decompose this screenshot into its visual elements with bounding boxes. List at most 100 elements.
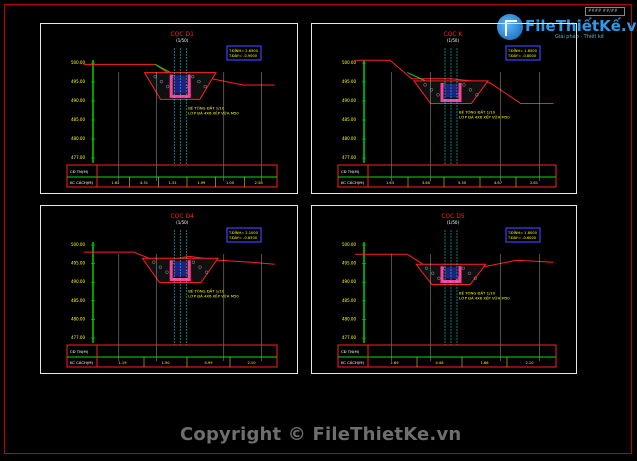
section-title: CỌC D1	[170, 31, 194, 38]
stone-fill-symbol	[191, 74, 195, 79]
copyright-watermark: Copyright © FileThietKe.vn	[180, 424, 462, 445]
stone-fill-symbol	[423, 83, 427, 87]
elevation-info-box	[226, 45, 262, 61]
material-note: BÊ TÔNG ĐẤT 1/10	[188, 288, 225, 293]
stone-fill-symbol	[165, 270, 169, 274]
section-scale: (1/50)	[447, 220, 460, 225]
elevation-level-label: 490.00	[71, 279, 85, 284]
elevation-level-label: 495.00	[342, 261, 356, 266]
table-row-label: CĐ TN(M)	[341, 169, 360, 174]
stone-fill-symbol	[203, 84, 207, 89]
elevation-info-text: T.ĐỈNH= 2.6500	[228, 48, 259, 53]
elevation-level-label: 500.00	[71, 242, 85, 247]
title-block: #### ##/##	[585, 7, 625, 16]
stone-fill-symbol	[475, 93, 479, 97]
stone-fill-symbol	[467, 271, 471, 275]
section-drawing-1: 500.00495.00490.00485.00480.00477.00CỌC …	[66, 31, 278, 188]
elevation-level-label: 500.00	[342, 242, 356, 247]
section-scale: (1/50)	[176, 220, 189, 225]
section-drawing-2: 500.00495.00490.00485.00480.00477.00CỌC …	[337, 31, 557, 188]
elevation-info-text: T.ĐỈNH= 1.8000	[507, 230, 538, 235]
elevation-level-label: 477.00	[342, 335, 356, 340]
section-scale: (1/50)	[176, 38, 189, 43]
table-row-label: KC CÁCH(M)	[341, 360, 365, 365]
natural-ground-line	[83, 251, 275, 265]
elevation-info-box	[226, 227, 262, 243]
elevation-level-label: 477.00	[71, 335, 85, 340]
elevation-level-label: 480.00	[71, 136, 85, 141]
elevation-level-label: 480.00	[342, 136, 356, 141]
table-row-label: CĐ TN(M)	[341, 349, 360, 354]
distance-value: 1.99	[197, 181, 206, 185]
logo-tagline: Giải pháp · Thiết kế	[555, 34, 604, 40]
elevation-info-box	[505, 227, 541, 243]
distance-value: 3.60	[422, 181, 431, 185]
distance-value: 1.69	[390, 361, 399, 365]
stone-fill-symbol	[197, 79, 201, 84]
title-block-text: #### ##/##	[588, 8, 618, 13]
stone-fill-symbol	[461, 266, 465, 270]
distance-value: 1.63	[386, 181, 394, 185]
elevation-level-label: 480.00	[71, 316, 85, 321]
elevation-level-label: 477.00	[71, 155, 85, 160]
table-row-label: KC CÁCH(M)	[70, 180, 94, 185]
elevation-level-label: 500.00	[71, 60, 85, 65]
stone-fill-symbol	[473, 276, 478, 280]
filethietke-logo: FileThiếtKế.vn Giải pháp · Thiết kế	[497, 14, 637, 42]
stone-fill-symbol	[152, 260, 156, 264]
distance-value: 1.50	[161, 361, 170, 365]
distance-value: 1.00	[226, 181, 235, 185]
elevation-info-text: T.ĐÁY= -0.9000	[228, 53, 258, 58]
elevation-info-text: T.ĐỈNH= 2.1000	[228, 230, 259, 235]
profile-table	[337, 164, 557, 188]
logo-icon	[497, 14, 523, 40]
distance-value: 2.58	[255, 181, 264, 185]
channel-water-area	[174, 261, 187, 277]
elevation-level-label: 490.00	[342, 98, 356, 103]
profile-table	[66, 164, 278, 188]
stone-fill-symbol	[158, 265, 162, 269]
stone-fill-symbol	[205, 270, 209, 274]
elevation-level-label: 490.00	[342, 279, 356, 284]
stone-fill-symbol	[462, 83, 466, 87]
distance-value: 2.10	[525, 361, 534, 365]
section-title: CỌC K	[444, 31, 464, 38]
section-drawing-4: 500.00 495.00 490.00 485.00 480.00 477.00 CỌC …	[337, 213, 557, 368]
material-note: LỚP ĐÁ 4X6 XẾP VỮA M50	[188, 292, 239, 298]
elevation-info-text: T.ĐÁY= -0.6500	[228, 235, 258, 240]
material-note: LỚP ĐÁ 4X6 XẾP VỮA M50	[188, 109, 239, 115]
section-title: CỌC D4	[170, 213, 194, 220]
distance-value: 5.30	[458, 181, 467, 185]
stone-fill-symbol	[191, 260, 196, 264]
section-panel-4: 500.00 495.00 490.00 485.00 480.00 477.00 CỌC …	[311, 205, 577, 374]
stone-fill-symbol	[431, 271, 435, 275]
distance-value: 4.48	[435, 361, 444, 365]
material-note: LỚP ĐÁ 4X6 XẾP VỮA M50	[459, 295, 510, 301]
stone-fill-symbol	[436, 93, 440, 97]
distance-value: 1.66	[480, 361, 489, 365]
distance-value: 1.51	[169, 181, 177, 185]
stone-fill-symbol	[468, 88, 473, 92]
elevation-level-label: 477.00	[342, 155, 356, 160]
elevation-level-label: 495.00	[342, 79, 356, 84]
elevation-level-label: 485.00	[342, 117, 356, 122]
stone-fill-symbol	[424, 266, 429, 270]
section-drawing-3: 500.00495.00490.00485.00480.00477.00CỌC …	[66, 213, 278, 368]
elevation-level-label: 485.00	[342, 298, 356, 303]
elevation-info-text: T.ĐỈNH= 1.6500	[507, 48, 538, 53]
drawing-sheet-frame: #### ##/##	[4, 4, 632, 454]
distance-value: 4.99	[204, 361, 213, 365]
profile-table	[337, 344, 557, 368]
material-note: BÊ TÔNG ĐẤT 1/10	[459, 291, 496, 296]
material-note: BÊ TÔNG ĐẤT 1/10	[459, 110, 496, 115]
elevation-level-label: 480.00	[342, 316, 356, 321]
elevation-level-label: 495.00	[71, 261, 85, 266]
section-scale: (1/50)	[447, 38, 460, 43]
elevation-level-label: 495.00	[71, 79, 85, 84]
material-note: BÊ TÔNG ĐẤT 1/10	[188, 105, 225, 110]
section-title: CỌC D5	[441, 213, 465, 220]
table-row-label: CĐ TN(M)	[70, 169, 89, 174]
